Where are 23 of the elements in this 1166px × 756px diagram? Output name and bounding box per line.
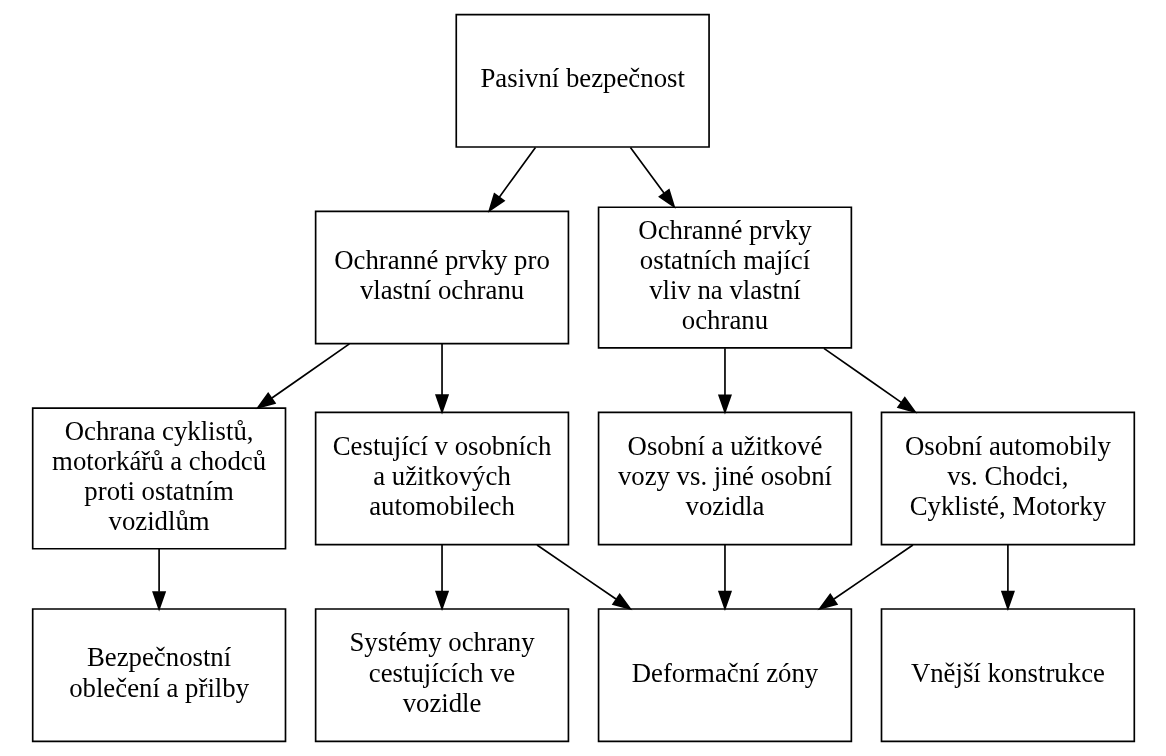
node-box: Deformační zóny	[597, 608, 852, 743]
arrow	[1000, 544, 1015, 611]
node-box: Cestující v osobních a užitkových automobilech	[314, 411, 569, 546]
arrow	[434, 343, 449, 415]
arrow	[717, 544, 732, 611]
node-box: Bezpečnostní oblečení a přilby	[31, 608, 286, 743]
arrow	[151, 548, 166, 612]
arrow	[535, 544, 632, 611]
node-box: Vnější konstrukce	[880, 608, 1135, 743]
node-box: Ochrana cyklistů, motorkářů a chodců proti ostatním vozidlům	[31, 407, 286, 550]
node-box: Osobní a užitkové vozy vs. jiné osobní vozidla	[597, 411, 852, 546]
arrow	[629, 146, 676, 209]
arrow	[817, 544, 914, 611]
node-box: Ochranné prvky pro vlastní ochranu	[314, 210, 569, 345]
node-box: Systémy ochrany cestujících ve vozidle	[314, 608, 569, 743]
arrow	[255, 343, 350, 410]
node-box: Pasivní bezpečnost	[454, 13, 710, 148]
arrow	[487, 146, 536, 213]
arrow	[717, 347, 732, 415]
arrow	[434, 544, 449, 611]
arrow	[822, 347, 917, 414]
node-box: Ochranné prvky ostatních mající vliv na vlastní ochranu	[597, 206, 852, 349]
node-box: Osobní automobily vs. Chodci, Cyklisté, Motorky	[880, 411, 1135, 546]
